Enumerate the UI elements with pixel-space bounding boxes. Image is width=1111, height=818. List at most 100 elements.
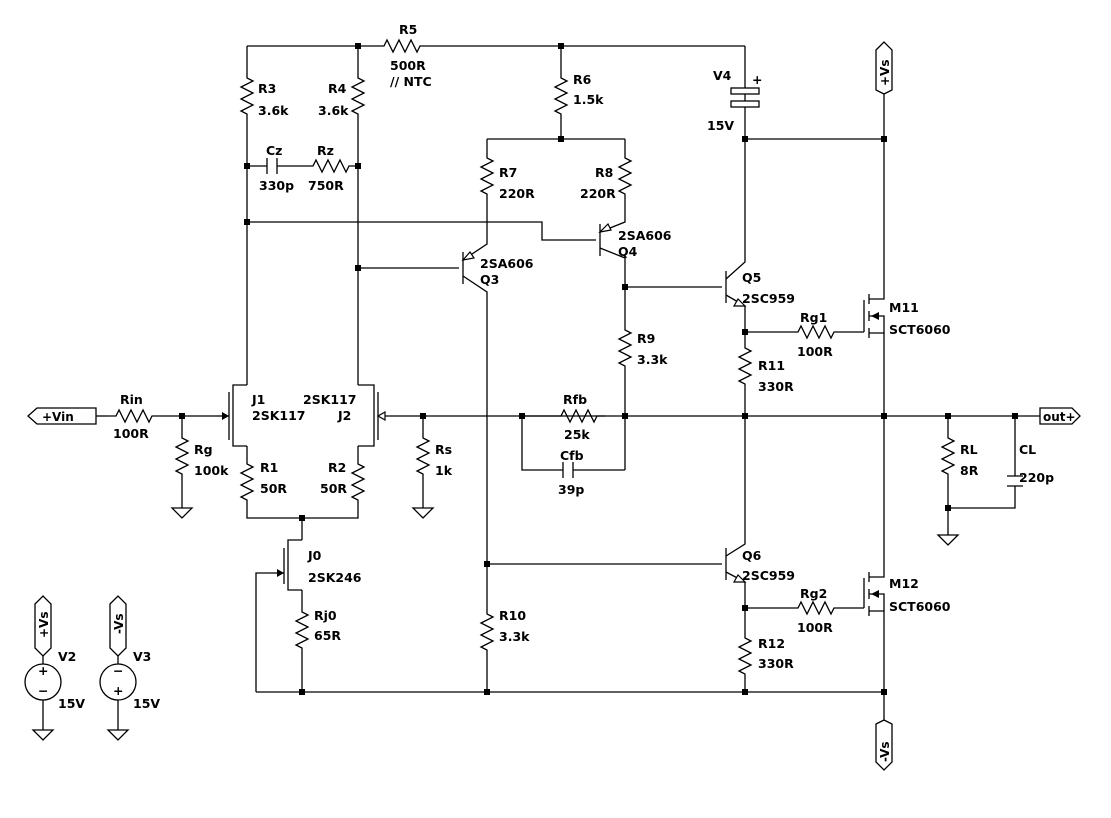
value-R12: 330R [758, 656, 794, 671]
value-Rin: 100R [113, 426, 149, 441]
label-R9: R9 [637, 331, 655, 346]
resistor-Rin [107, 409, 161, 423]
ground-V2 [32, 729, 54, 741]
label-Q5: Q5 [742, 270, 761, 285]
label-M12: M12 [889, 576, 919, 591]
label-R10: R10 [499, 608, 526, 623]
label-Q3: Q3 [480, 272, 499, 287]
source-V2: + − [24, 663, 62, 701]
value-Rg: 100k [194, 463, 229, 478]
junctions [179, 43, 1018, 695]
flag-out: out+ [1039, 407, 1081, 425]
label-Rz: Rz [317, 143, 334, 158]
resistor-Rg1 [789, 325, 843, 339]
label-V3: V3 [133, 649, 151, 664]
svg-text:+Vin: +Vin [42, 410, 74, 424]
resistor-Rz [304, 159, 358, 173]
source-V2-minus: − [38, 683, 48, 698]
source-V3: − + [99, 663, 137, 701]
label-R11: R11 [758, 358, 785, 373]
value-R5-ntc: // NTC [390, 74, 432, 89]
svg-text:out+: out+ [1043, 410, 1076, 424]
resistor-Rj0 [295, 603, 309, 657]
resistor-R8 [618, 149, 632, 203]
battery-plus-sign: + [752, 72, 762, 87]
value-R4: 3.6k [318, 103, 349, 118]
value-Rg2: 100R [797, 620, 833, 635]
resistor-Rg [175, 429, 189, 483]
resistor-R6 [554, 69, 568, 123]
label-R5: R5 [399, 22, 417, 37]
label-Rg1: Rg1 [800, 310, 827, 325]
label-Rin: Rin [120, 392, 143, 407]
label-R8: R8 [595, 165, 613, 180]
capacitor-Cfb [562, 462, 574, 478]
value-R6: 1.5k [573, 92, 604, 107]
resistor-R7 [480, 149, 494, 203]
label-Cz: Cz [266, 143, 282, 158]
resistor-R12 [738, 629, 752, 683]
mosfet-M12 [863, 560, 885, 622]
label-R1: R1 [260, 460, 278, 475]
part-M12: SCT6060 [889, 599, 951, 614]
wires [42, 45, 1040, 730]
svg-text:-Vs: -Vs [878, 741, 892, 762]
ground-V3 [107, 729, 129, 741]
value-Cfb: 39p [558, 482, 584, 497]
label-R4: R4 [328, 81, 347, 96]
value-R11: 330R [758, 379, 794, 394]
transistor-Q4 [598, 218, 626, 262]
part-J0: 2SK246 [308, 570, 362, 585]
label-CL: CL [1019, 442, 1036, 457]
part-Q5: 2SC959 [742, 291, 795, 306]
value-R10: 3.3k [499, 629, 530, 644]
value-V2: 15V [58, 696, 85, 711]
value-R1: 50R [260, 481, 287, 496]
flag-vs-bottom: -Vs [875, 719, 893, 771]
source-V3-plus: + [113, 683, 123, 698]
ground-RL [937, 534, 959, 546]
value-R5: 500R [390, 58, 426, 73]
value-Rs: 1k [435, 463, 453, 478]
label-R6: R6 [573, 72, 592, 87]
flag-vin: +Vin [27, 407, 97, 425]
value-R8: 220R [580, 186, 616, 201]
jfet-J2 [376, 392, 386, 440]
resistor-R11 [738, 339, 752, 393]
svg-text:+Vs: +Vs [878, 60, 892, 86]
label-R2: R2 [328, 460, 346, 475]
label-Rg2: Rg2 [800, 586, 827, 601]
label-J1: J1 [251, 392, 265, 407]
label-R3: R3 [258, 81, 276, 96]
value-RL: 8R [960, 463, 979, 478]
resistor-R1 [240, 455, 254, 509]
ground-Rs [412, 507, 434, 519]
ground-Rg [171, 507, 193, 519]
resistor-Rs [416, 429, 430, 483]
resistor-R4 [351, 69, 365, 123]
flag-v3: -Vs [109, 595, 127, 657]
value-V3: 15V [133, 696, 160, 711]
label-Rfb: Rfb [563, 392, 587, 407]
label-J0: J0 [307, 548, 322, 563]
value-Rz: 750R [308, 178, 344, 193]
transistor-Q6 [725, 540, 747, 586]
transistor-Q5 [725, 258, 747, 310]
capacitor-Cz [266, 158, 278, 174]
label-Rs: Rs [435, 442, 452, 457]
capacitor-CL [1007, 475, 1023, 487]
value-Rj0: 65R [314, 628, 341, 643]
mosfet-M11 [863, 290, 885, 344]
value-R9: 3.3k [637, 352, 668, 367]
svg-text:+Vs: +Vs [37, 612, 51, 638]
resistor-R10 [480, 605, 494, 659]
label-R7: R7 [499, 165, 517, 180]
resistor-R9 [618, 321, 632, 375]
label-Cfb: Cfb [560, 448, 584, 463]
label-Rj0: Rj0 [314, 608, 337, 623]
part-Q6: 2SC959 [742, 568, 795, 583]
transistor-Q3 [461, 240, 488, 296]
part-J2: 2SK117 [303, 392, 356, 407]
label-R12: R12 [758, 636, 785, 651]
component-labels: R5 500R // NTC R3 3.6k R4 3.6k R6 1.5k V… [58, 22, 1054, 711]
